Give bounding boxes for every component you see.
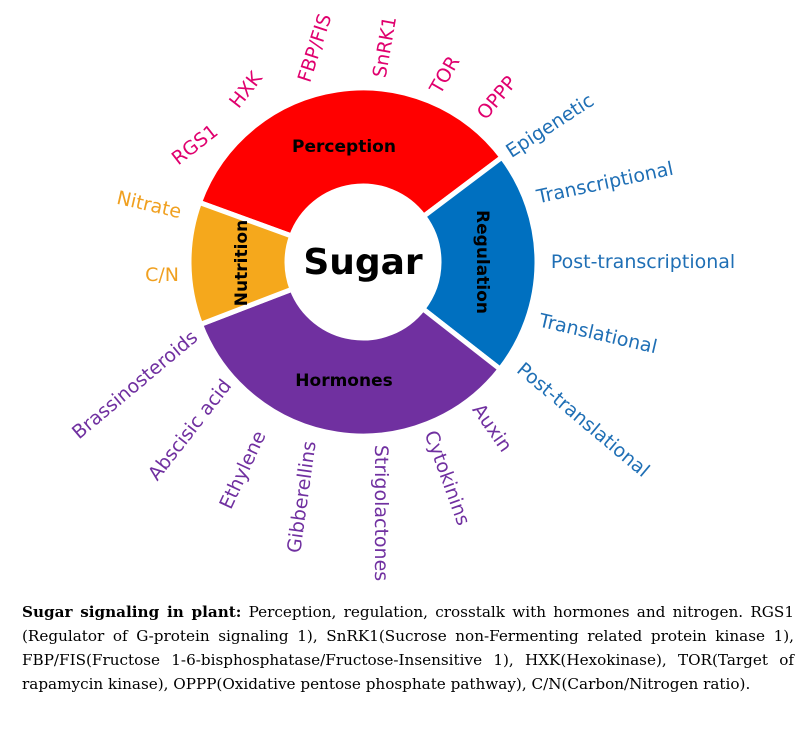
- hormones-item-label: Ethylene: [215, 428, 270, 513]
- figure-caption: Sugar signaling in plant: Perception, re…: [22, 600, 794, 696]
- sugar-signaling-diagram: Perception Hormones Nutrition Regulation…: [68, 11, 735, 581]
- center-label: Sugar: [303, 242, 423, 283]
- caption-text: Perception, regulation, crosstalk with h…: [22, 603, 794, 693]
- perception-item-label: RGS1: [168, 120, 223, 169]
- regulation-item-label: Post-translational: [512, 358, 653, 481]
- hormones-item-label: Abscisic acid: [144, 375, 236, 485]
- perception-item-label: SnRK1: [369, 15, 401, 80]
- perception-item-label: TOR: [425, 52, 464, 98]
- regulation-label: Regulation: [472, 210, 492, 314]
- nutrition-segment: [186, 199, 296, 328]
- regulation-item-label: Post-transcriptional: [551, 251, 735, 273]
- perception-item-label: OPPP: [473, 72, 522, 124]
- perception-item-label: HXK: [225, 67, 267, 112]
- nutrition-label: Nutrition: [232, 220, 252, 306]
- hormones-item-label: Strigolactones: [370, 445, 392, 581]
- nutrition-item-label: Nitrate: [115, 187, 184, 223]
- hormones-item-label: Cytokinins: [420, 428, 475, 529]
- ring: [186, 85, 540, 439]
- perception-label: Perception: [292, 137, 396, 157]
- hormones-label: Hormones: [295, 371, 392, 391]
- regulation-item-label: Epigenetic: [502, 90, 598, 163]
- regulation-segment: [419, 153, 540, 373]
- caption-title: Sugar signaling in plant:: [22, 603, 242, 621]
- regulation-item-label: Transcriptional: [534, 158, 676, 209]
- hormones-item-label: Auxin: [468, 400, 517, 457]
- hormones-segment: [197, 286, 504, 439]
- perception-segment: [196, 85, 506, 240]
- regulation-item-label: Translational: [536, 310, 659, 359]
- perception-item-label: FBP/FIS: [294, 11, 337, 85]
- nutrition-item-label: C/N: [145, 264, 179, 286]
- hormones-item-label: Gibberellins: [283, 440, 320, 555]
